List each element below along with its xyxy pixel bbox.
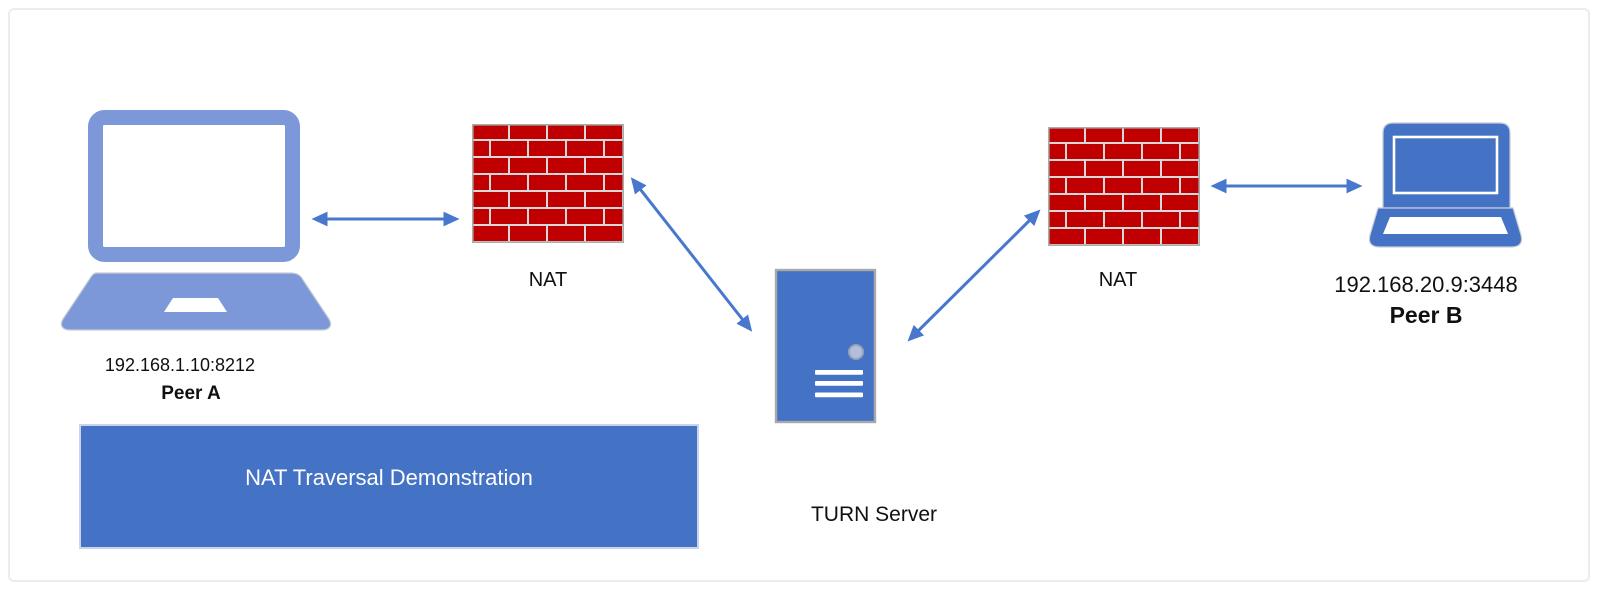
server-power-light bbox=[848, 344, 864, 360]
brick-wall bbox=[1048, 127, 1200, 246]
server-vent bbox=[815, 392, 863, 398]
server-vent bbox=[815, 381, 863, 386]
peer-a-address: 192.168.1.10:8212 bbox=[104, 355, 256, 375]
banner-title: NAT Traversal Demonstration bbox=[245, 464, 533, 490]
brick-wall bbox=[472, 124, 624, 243]
laptop-screen bbox=[1382, 122, 1511, 209]
peer-b-label: Peer B bbox=[1389, 302, 1463, 328]
title-banner: NAT Traversal Demonstration bbox=[79, 424, 699, 549]
laptop-icon bbox=[60, 110, 332, 331]
server-vent bbox=[815, 370, 863, 375]
peer-a-label: Peer A bbox=[161, 383, 221, 404]
firewall-icon bbox=[1048, 127, 1200, 246]
laptop-screen bbox=[88, 110, 300, 262]
laptop-keyboard bbox=[1383, 217, 1508, 234]
laptop-icon bbox=[1368, 122, 1523, 248]
peer-b-address: 192.168.20.9:3448 bbox=[1334, 272, 1518, 297]
arrow-nat-turn-server bbox=[630, 177, 753, 332]
laptop-screen-inner bbox=[1392, 135, 1499, 195]
turn-server-label: TURN Server bbox=[810, 503, 937, 526]
firewall-icon bbox=[472, 124, 624, 243]
nat-left-label: NAT bbox=[528, 269, 568, 291]
server-icon bbox=[774, 268, 877, 424]
laptop-trackpad bbox=[164, 298, 227, 312]
nat-right-label: NAT bbox=[1098, 269, 1138, 291]
